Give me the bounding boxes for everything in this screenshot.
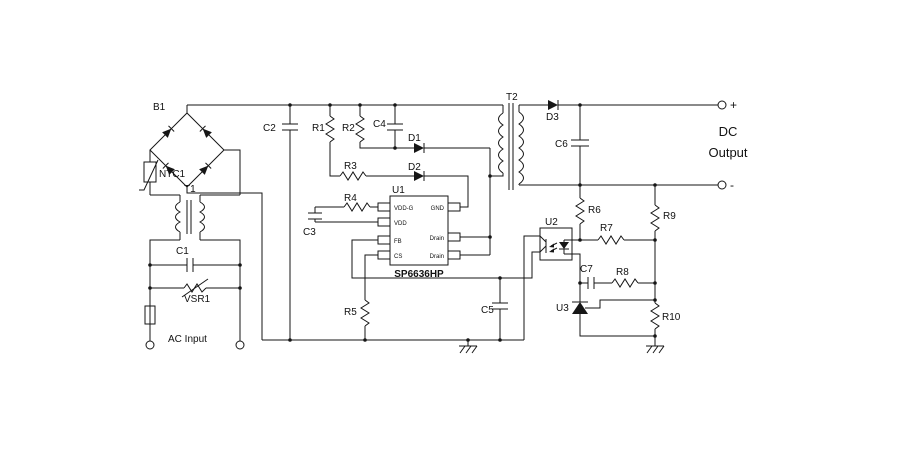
ac-terminal-left	[145, 340, 155, 350]
dc-output-positive-terminal	[717, 100, 727, 110]
junction-dots	[148, 103, 657, 342]
label-b1: B1	[153, 102, 166, 113]
varistor-vsr1	[181, 278, 209, 298]
resistor-r7	[597, 235, 625, 245]
pin-label-fb: FB	[394, 239, 402, 245]
bridge-rectifier-b1	[149, 112, 225, 188]
shunt-regulator-u3	[572, 301, 588, 314]
label-plus: +	[730, 98, 737, 112]
label-r2: R2	[342, 123, 355, 134]
label-d3: D3	[546, 112, 559, 123]
optocoupler-u2	[539, 227, 573, 261]
label-vsr1: VSR1	[184, 294, 211, 305]
label-c5: C5	[481, 305, 494, 316]
label-dc: DC	[719, 124, 738, 139]
capacitor-c6	[571, 139, 589, 147]
resistor-r9	[650, 204, 660, 232]
label-r7: R7	[600, 223, 613, 234]
resistor-r4	[343, 202, 371, 212]
ac-terminal-right	[235, 340, 245, 350]
resistor-r2	[355, 115, 365, 143]
pin-label-vdd: VDD	[394, 221, 407, 227]
label-d1: D1	[408, 133, 421, 144]
capacitor-c7	[587, 277, 595, 289]
pin-label-vddg: VDD-G	[394, 206, 414, 212]
label-r1: R1	[312, 123, 325, 134]
label-r6: R6	[588, 205, 601, 216]
common-mode-choke-t1	[175, 200, 205, 234]
pin-label-gnd: GND	[431, 206, 445, 212]
resistor-r6	[575, 197, 585, 225]
label-ntc1: NTC1	[159, 169, 186, 180]
label-r3: R3	[344, 161, 357, 172]
label-c7: C7	[580, 264, 593, 275]
resistor-r5	[360, 299, 370, 327]
label-minus: -	[730, 178, 734, 192]
resistor-r8	[611, 278, 639, 288]
label-r9: R9	[663, 211, 676, 222]
label-r10: R10	[662, 312, 681, 323]
label-t2: T2	[506, 92, 518, 103]
label-c1: C1	[176, 246, 189, 257]
resistor-r10	[650, 302, 660, 330]
transformer-t2	[498, 103, 524, 190]
chip-u1: VDD-G VDD FB CS GND Drain Drain	[377, 195, 461, 266]
resistor-r3	[339, 171, 367, 181]
label-u1: U1	[392, 185, 405, 196]
diode-d2	[414, 171, 425, 181]
label-r5: R5	[344, 307, 357, 318]
capacitor-c2	[282, 123, 298, 131]
label-c6: C6	[555, 139, 568, 150]
dc-output-negative-terminal	[717, 180, 727, 190]
label-c4: C4	[373, 119, 386, 130]
label-r8: R8	[616, 267, 629, 278]
label-u2: U2	[545, 217, 558, 228]
capacitor-c5	[492, 302, 508, 310]
label-c3: C3	[303, 227, 316, 238]
pin-label-drain2: Drain	[430, 254, 444, 260]
resistor-r1	[325, 115, 335, 143]
label-output: Output	[708, 145, 747, 160]
label-c2: C2	[263, 123, 276, 134]
capacitor-c1	[186, 258, 194, 272]
label-part-number: SP6636HP	[394, 269, 444, 280]
pin-label-cs: CS	[394, 254, 402, 260]
label-u3: U3	[556, 303, 569, 314]
capacitor-c4	[387, 123, 403, 131]
ground-symbol-primary	[459, 340, 478, 354]
pin-label-drain1: Drain	[430, 236, 444, 242]
label-r4: R4	[344, 193, 357, 204]
label-ac-input: AC Input	[168, 334, 207, 345]
capacitor-c3	[308, 212, 322, 220]
fuse	[144, 305, 156, 325]
diode-d1	[414, 143, 425, 153]
wires	[149, 104, 718, 341]
label-d2: D2	[408, 162, 421, 173]
label-t1: T1	[184, 184, 196, 195]
thermistor-ntc1	[139, 159, 159, 191]
diode-d3	[548, 100, 559, 110]
ground-symbol-secondary	[646, 340, 665, 354]
